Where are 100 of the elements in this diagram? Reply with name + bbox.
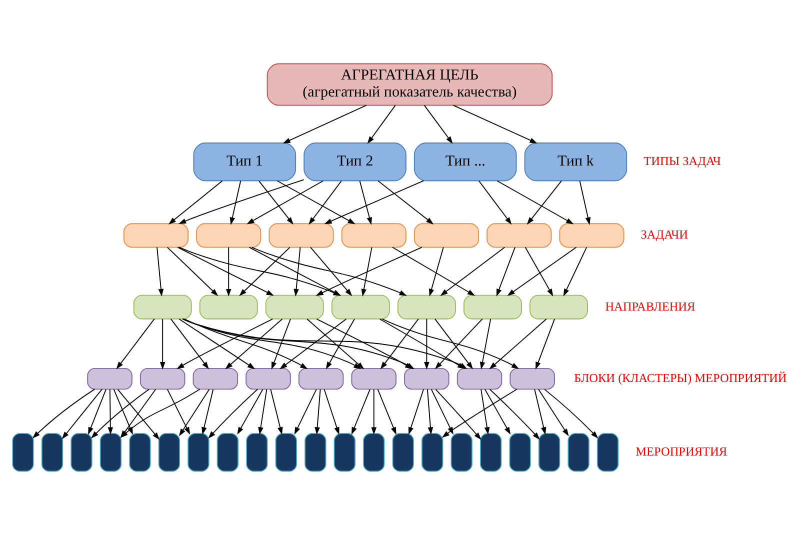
- node-box: [363, 432, 385, 472]
- arrow: [496, 246, 516, 296]
- arrow: [294, 246, 301, 296]
- node-box: [216, 432, 239, 472]
- label: БЛОКИ (КЛАСТЕРЫ) МЕРОПРИЯТИЙ: [574, 370, 787, 384]
- node-box: [392, 432, 414, 472]
- arrow: [489, 388, 540, 440]
- node-box: [70, 432, 92, 472]
- node-box: [414, 222, 480, 248]
- arrow: [489, 318, 547, 369]
- node-box: [41, 432, 64, 472]
- node-box: [192, 367, 238, 390]
- arrow: [156, 246, 164, 296]
- node-box: АГРЕГАТНАЯ ЦЕЛЬ (агрегатный показатель качества): [266, 62, 553, 106]
- node-box: [133, 294, 192, 319]
- node-box: [158, 432, 180, 472]
- arrow: [544, 388, 598, 438]
- arrow: [116, 318, 155, 369]
- arrow: [282, 104, 367, 143]
- node-box: Тип 1: [193, 142, 296, 181]
- arrow: [377, 388, 396, 434]
- arrow: [314, 388, 321, 434]
- arrow: [507, 246, 577, 296]
- node-box: [463, 294, 522, 319]
- arrow: [208, 388, 258, 438]
- node-box: [559, 222, 624, 248]
- label: МЕРОПРИЯТИЯ: [636, 444, 728, 458]
- node-box: [530, 294, 588, 319]
- node-box: [123, 222, 189, 248]
- arrow: [428, 246, 444, 296]
- arrow: [258, 180, 294, 224]
- arrow: [258, 388, 268, 434]
- node-box: [246, 367, 291, 390]
- node-box: [100, 432, 122, 472]
- arrow: [108, 388, 114, 434]
- arrow: [280, 318, 347, 369]
- arrow: [536, 318, 556, 369]
- node-box: [341, 222, 406, 248]
- node-box: [538, 432, 560, 472]
- arrow: [230, 180, 242, 224]
- arrow: [316, 318, 413, 369]
- node-box: [331, 294, 390, 319]
- arrow: [324, 388, 340, 434]
- arrow: [378, 180, 434, 224]
- arrow: [480, 388, 490, 434]
- arrow: [424, 104, 453, 144]
- arrow: [435, 388, 482, 440]
- arrow: [563, 246, 588, 296]
- arrow: [170, 318, 209, 369]
- arrow: [442, 388, 518, 438]
- node-box: [196, 222, 262, 248]
- arrow: [426, 388, 434, 434]
- label: ТИПЫ ЗАДАЧ: [644, 154, 721, 168]
- arrow: [392, 246, 476, 296]
- arrow: [478, 180, 512, 224]
- node-box: Тип ...: [414, 142, 517, 181]
- arrow: [237, 388, 264, 434]
- node-box: [568, 432, 590, 472]
- node-box: [422, 432, 444, 472]
- arrow: [176, 318, 273, 369]
- arrow: [324, 180, 424, 224]
- arrow: [177, 246, 274, 296]
- node-box: [334, 432, 356, 472]
- node-box: [129, 432, 151, 472]
- arrow: [526, 180, 562, 224]
- arrow: [326, 318, 355, 369]
- arrow: [178, 388, 210, 436]
- arrow: [202, 388, 214, 434]
- node-box: [397, 294, 456, 319]
- arrow: [480, 318, 492, 370]
- arrow: [160, 318, 166, 370]
- arrow: [182, 318, 362, 369]
- node-box: [509, 432, 531, 472]
- arrow: [371, 388, 377, 434]
- node-box: Тип 2: [304, 142, 406, 181]
- arrow: [225, 318, 283, 369]
- node-box: [268, 222, 334, 248]
- arrow: [579, 180, 591, 224]
- arrow: [308, 180, 342, 224]
- label: ЗАДАЧИ: [640, 227, 688, 242]
- arrow: [239, 246, 290, 296]
- arrow: [359, 180, 372, 224]
- node-box: [486, 222, 552, 248]
- node-box: [87, 367, 132, 390]
- node-box: [450, 432, 472, 472]
- arrow: [166, 388, 190, 434]
- arrow: [351, 388, 370, 434]
- arrow: [32, 388, 96, 438]
- node-box: [246, 432, 268, 472]
- arrow: [246, 180, 324, 224]
- node-box: [480, 432, 502, 472]
- node-box: [456, 367, 502, 390]
- arrow: [88, 388, 106, 434]
- arrow: [440, 246, 506, 296]
- arrow: [168, 180, 223, 224]
- arrow: [184, 318, 308, 369]
- arrow: [271, 318, 291, 369]
- arrow: [294, 388, 317, 434]
- label: НАПРАВЛЕНИЯ: [605, 298, 696, 313]
- arrow: [178, 318, 256, 369]
